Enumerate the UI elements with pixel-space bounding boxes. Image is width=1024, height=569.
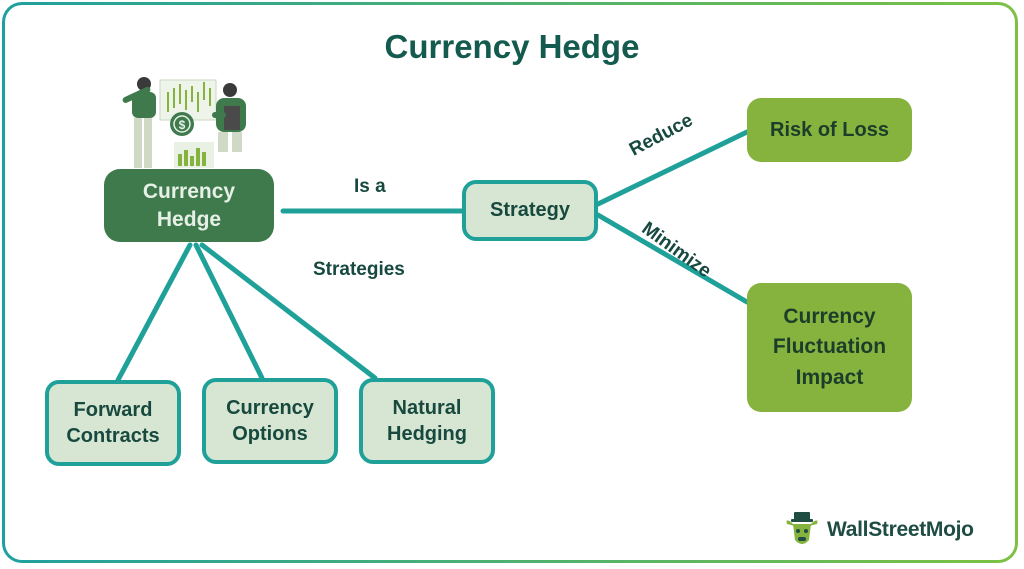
node-risk-of-loss: Risk of Loss [747,98,912,162]
edge-label-strategies: Strategies [313,259,405,280]
page-title: Currency Hedge [384,28,640,65]
node-currency-hedge: Currency Hedge [104,169,274,242]
logo-text: WallStreetMojo [827,518,974,541]
node-label-line: Currency [142,179,236,203]
node-label-line: Natural [392,396,462,419]
edge-label-is-a: Is a [354,176,386,197]
edge-hub-natural [199,242,378,381]
node-label-line: Impact [795,365,864,389]
node-label-line: Hedging [387,423,467,445]
node-currency-fluctuation-impact: Currency Fluctuation Impact [747,283,912,412]
node-currency-options: Currency Options [202,378,338,464]
node-natural-hedging: Natural Hedging [359,378,495,464]
node-label-line: Fluctuation [772,335,887,359]
node-label-line: Options [232,423,308,445]
node-label-line: Forward [73,398,153,421]
node-label: Strategy [489,199,571,222]
edge-hub-options [193,242,265,381]
node-label-line: Currency [226,396,314,419]
edge-hub-forward [115,242,193,383]
node-strategy: Strategy [462,180,598,241]
svg-text:$: $ [179,118,186,132]
node-label-line: Currency [783,304,876,328]
node-forward-contracts: Forward Contracts [45,380,181,466]
edge-strategy-fluctuation [595,212,750,305]
edge-strategy-risk [595,129,750,207]
node-label-line: Contracts [66,425,160,447]
node-label-line: Hedge [156,207,222,231]
illustration-people-finance: $ [122,77,246,168]
brand-logo: WallStreetMojo [783,510,974,550]
node-label: Risk of Loss [770,118,889,141]
logo-bull-icon [786,512,818,544]
